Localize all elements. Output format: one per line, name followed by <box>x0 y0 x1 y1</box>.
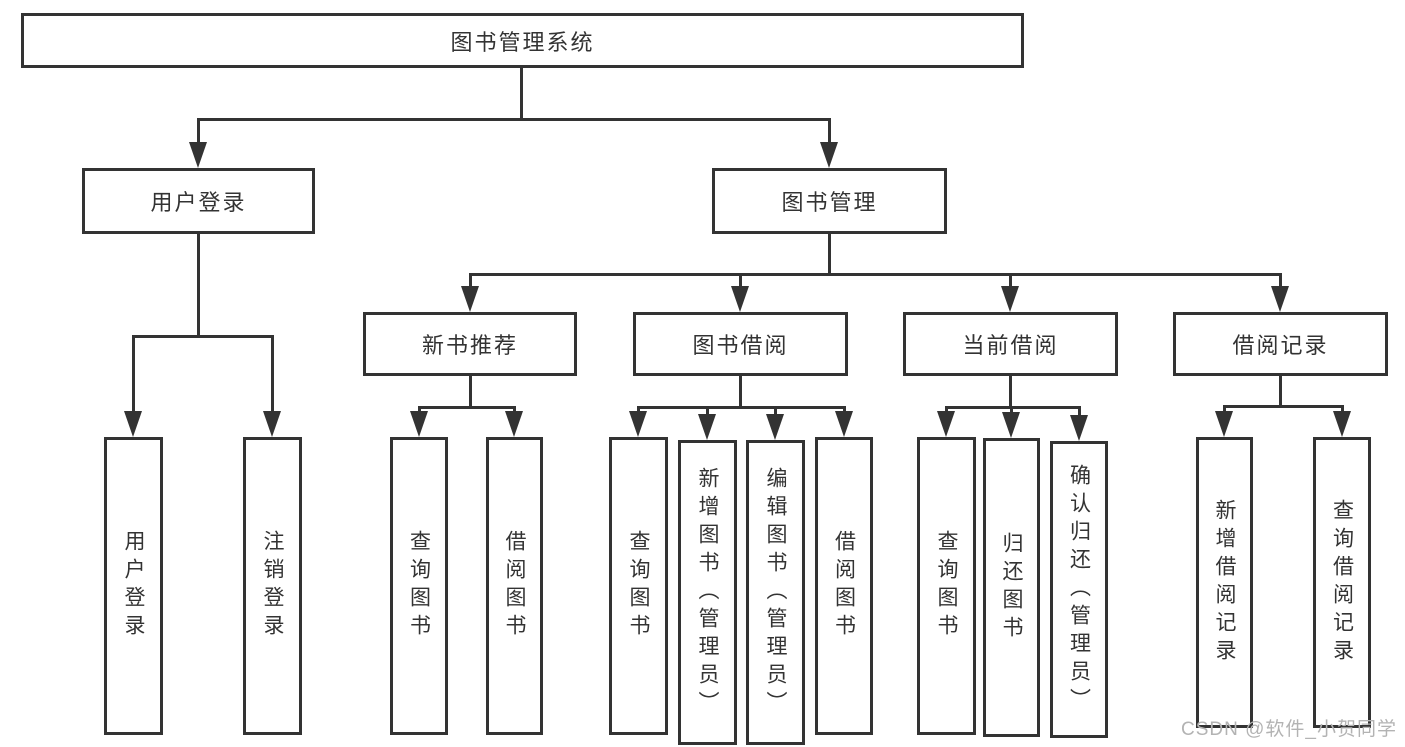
arrowhead-user-login-icon <box>189 142 207 168</box>
branch-current-borrowing-label: 当前借阅 <box>962 333 1059 358</box>
connector-user-login-stem <box>197 234 200 335</box>
leaf-bb-add-books-admin: 新增图书（管理员） <box>678 440 737 745</box>
connector-module-drop <box>739 273 742 288</box>
connector-stem <box>739 376 742 406</box>
arrowhead-icon <box>505 411 523 437</box>
arrowhead-book-mgmt-icon <box>820 142 838 168</box>
leaf-bb-borrow-books-label: 借阅图书 <box>832 530 856 642</box>
leaf-cb-query-books: 查询图书 <box>917 437 976 735</box>
leaf-br-query-record: 查询借阅记录 <box>1313 437 1371 728</box>
connector-module-drop <box>469 273 472 288</box>
leaf-cb-return-books-label: 归还图书 <box>1000 531 1023 644</box>
csdn-watermark: CSDN @软件_小贺同学 <box>1181 719 1397 740</box>
connector-module-drop <box>1279 273 1282 288</box>
branch-borrow-records-label: 借阅记录 <box>1232 333 1329 358</box>
connector-leaf-drop <box>1223 405 1226 414</box>
leaf-user-login-label: 用户登录 <box>122 530 145 642</box>
connector-user-login-rail <box>132 335 274 338</box>
connector-root-stem <box>520 68 523 120</box>
leaf-rec-borrow-books-label: 借阅图书 <box>503 530 526 642</box>
connector-level1-rail <box>197 118 831 121</box>
arrowhead-icon <box>1271 286 1289 312</box>
arrowhead-icon <box>461 286 479 312</box>
connector-user-login-drop <box>197 118 200 146</box>
branch-user-login: 用户登录 <box>82 168 315 234</box>
leaf-bb-borrow-books: 借阅图书 <box>815 437 873 735</box>
leaf-br-add-record-label: 新增借阅记录 <box>1213 498 1236 667</box>
connector-leaf-drop <box>843 406 846 414</box>
connector-leaf-drop <box>1010 406 1013 415</box>
leaf-bb-add-books-admin-label: 新增图书（管理员） <box>696 466 719 719</box>
arrowhead-icon <box>1002 412 1020 438</box>
connector-leaf-drop <box>706 406 709 416</box>
leaf-br-query-record-label: 查询借阅记录 <box>1330 498 1354 667</box>
connector-rail <box>1223 405 1343 408</box>
arrowhead-icon <box>698 414 716 440</box>
leaf-logout: 注销登录 <box>243 437 302 735</box>
connector-module-drop <box>1009 273 1012 288</box>
arrowhead-icon <box>410 411 428 437</box>
connector-leaf-drop <box>945 406 948 414</box>
connector-leaf-drop <box>1341 405 1344 414</box>
connector-level2-rail <box>469 273 1282 276</box>
leaf-cb-confirm-return-admin: 确认归还（管理员） <box>1050 441 1108 738</box>
connector-stem <box>1009 376 1012 406</box>
arrowhead-icon <box>937 411 955 437</box>
leaf-rec-query-books: 查询图书 <box>390 437 448 735</box>
node-root-label: 图书管理系统 <box>450 29 595 55</box>
connector-rail <box>637 406 845 409</box>
branch-book-management-label: 图书管理 <box>781 190 878 215</box>
arrowhead-icon <box>124 411 142 437</box>
node-root: 图书管理系统 <box>21 13 1024 68</box>
arrowhead-icon <box>263 411 281 437</box>
leaf-user-login: 用户登录 <box>104 437 163 735</box>
connector-leaf-drop <box>637 406 640 414</box>
arrowhead-icon <box>629 411 647 437</box>
connector-leaf-drop <box>132 335 135 412</box>
connector-leaf-drop <box>513 406 516 414</box>
branch-borrow-records: 借阅记录 <box>1173 312 1388 376</box>
leaf-bb-edit-books-admin: 编辑图书（管理员） <box>746 440 805 745</box>
arrowhead-icon <box>731 286 749 312</box>
connector-stem <box>1279 376 1282 405</box>
branch-new-book-recommend-label: 新书推荐 <box>421 333 518 358</box>
leaf-logout-label: 注销登录 <box>261 530 284 642</box>
branch-new-book-recommend: 新书推荐 <box>363 312 577 376</box>
leaf-rec-borrow-books: 借阅图书 <box>486 437 543 735</box>
connector-book-mgmt-drop <box>828 118 831 146</box>
leaf-cb-return-books: 归还图书 <box>983 438 1040 737</box>
connector-leaf-drop <box>1078 406 1081 417</box>
arrowhead-icon <box>766 414 784 440</box>
leaf-cb-query-books-label: 查询图书 <box>935 530 958 642</box>
branch-current-borrowing: 当前借阅 <box>903 312 1118 376</box>
connector-stem <box>469 376 472 406</box>
connector-leaf-drop <box>774 406 777 416</box>
branch-book-borrowing: 图书借阅 <box>633 312 848 376</box>
branch-user-login-label: 用户登录 <box>150 190 247 215</box>
leaf-br-add-record: 新增借阅记录 <box>1196 437 1253 728</box>
leaf-bb-query-books: 查询图书 <box>609 437 668 735</box>
connector-rail <box>418 406 516 409</box>
leaf-bb-edit-books-admin-label: 编辑图书（管理员） <box>764 466 787 719</box>
arrowhead-icon <box>835 411 853 437</box>
arrowhead-icon <box>1333 411 1351 437</box>
leaf-rec-query-books-label: 查询图书 <box>407 530 431 642</box>
connector-leaf-drop <box>271 335 274 412</box>
arrowhead-icon <box>1070 415 1088 441</box>
arrowhead-icon <box>1001 286 1019 312</box>
branch-book-management: 图书管理 <box>712 168 947 234</box>
arrowhead-icon <box>1215 411 1233 437</box>
leaf-bb-query-books-label: 查询图书 <box>627 530 650 642</box>
connector-leaf-drop <box>418 406 421 414</box>
branch-book-borrowing-label: 图书借阅 <box>692 333 789 358</box>
connector-book-mgmt-stem <box>828 234 831 275</box>
leaf-cb-confirm-return-admin-label: 确认归还（管理员） <box>1067 463 1091 716</box>
